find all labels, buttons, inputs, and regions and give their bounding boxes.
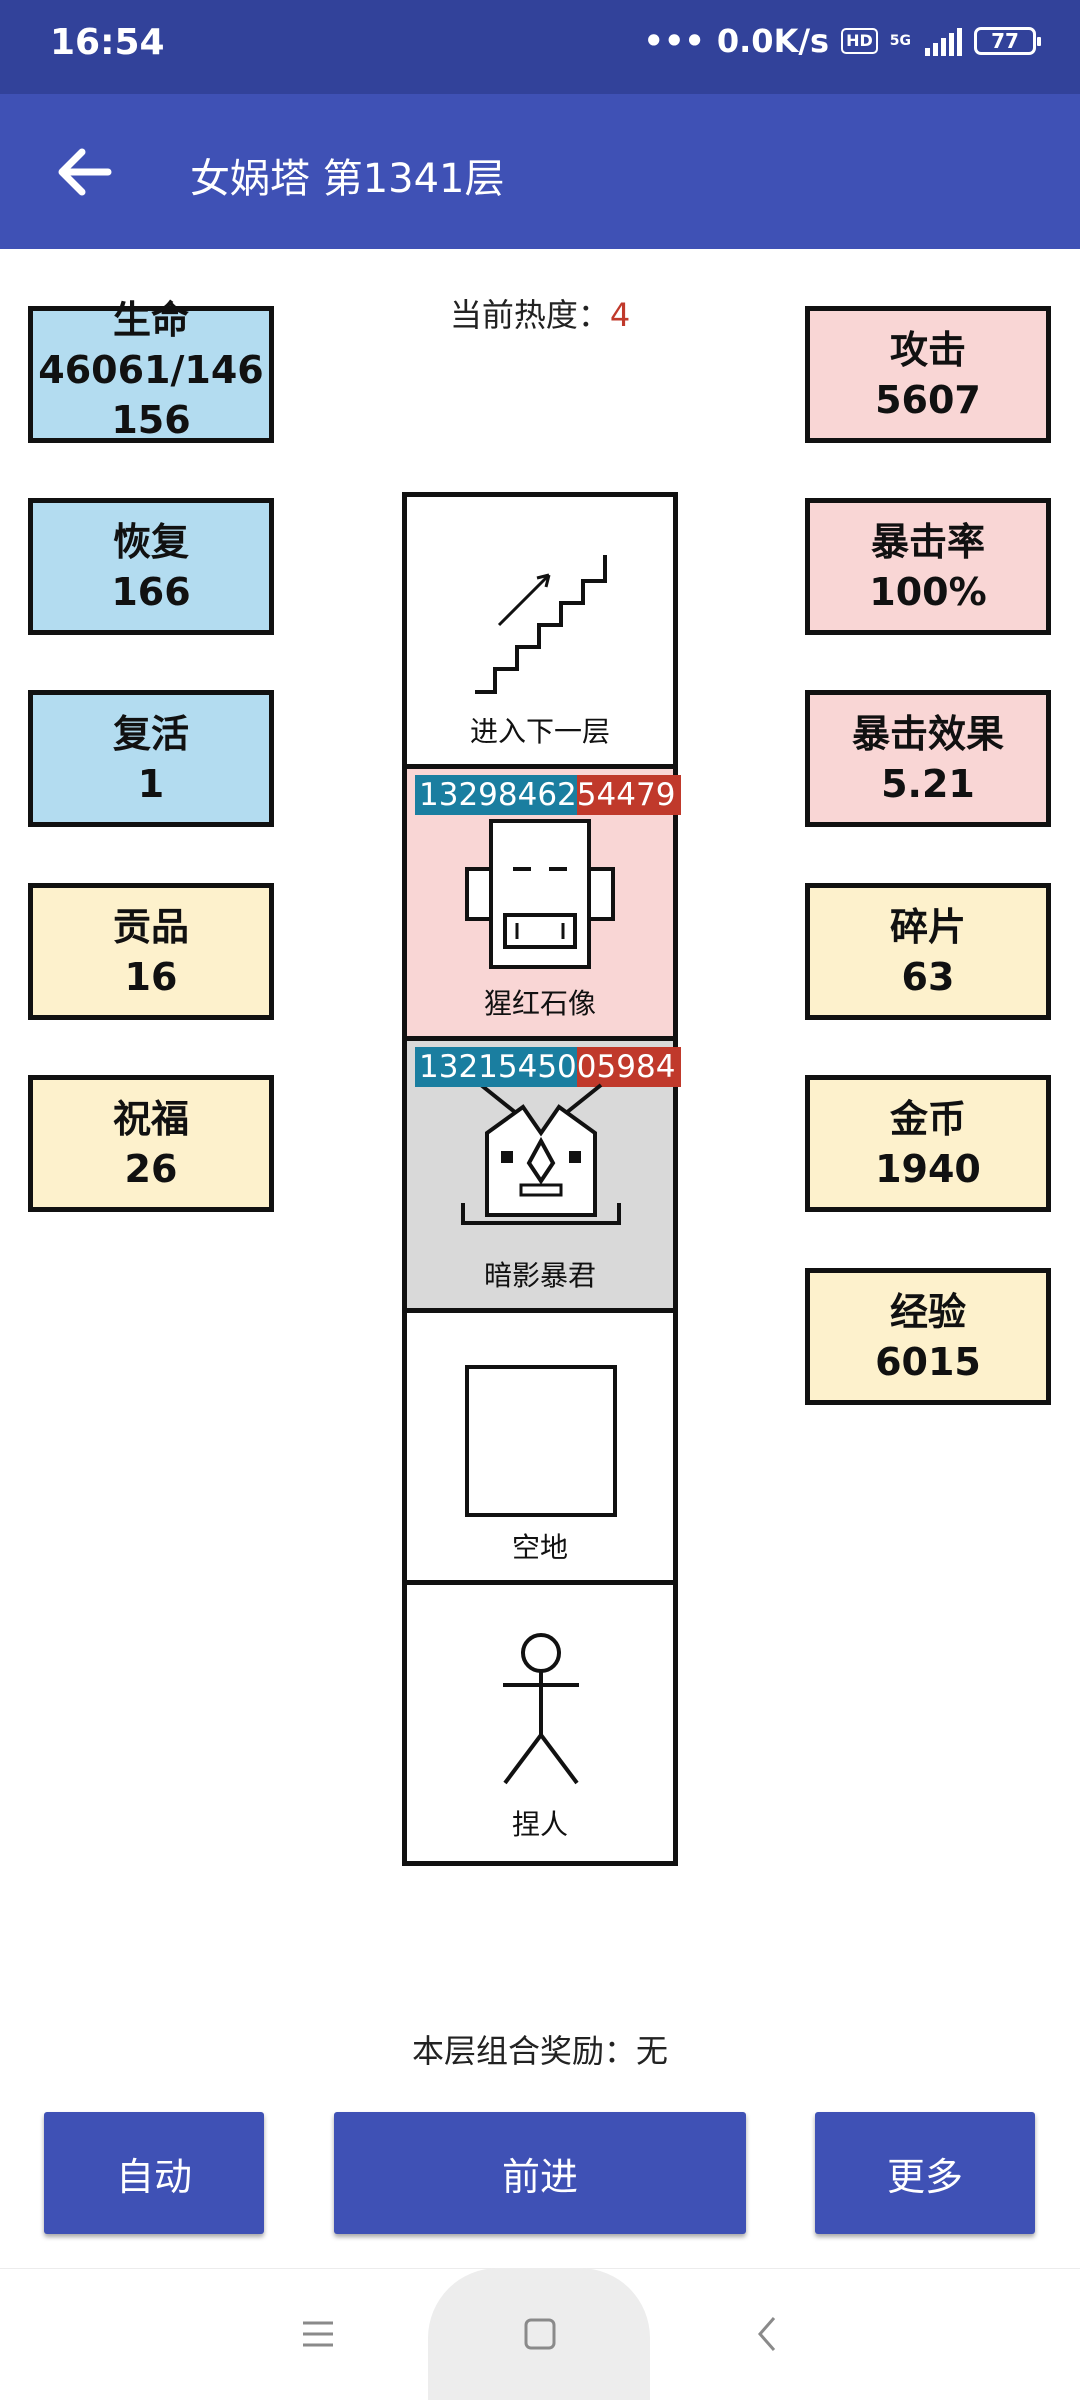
stat-regen: 恢复 166 [28, 498, 274, 635]
cell-name: 捏人 [511, 1808, 568, 1841]
stat-label: 贡品 [112, 904, 189, 949]
stat-revive: 复活 1 [28, 690, 274, 827]
tyrant-icon [461, 1083, 621, 1225]
stat-label: 攻击 [889, 327, 966, 372]
monster-stats-bar: 13215450 05984 [415, 1047, 682, 1087]
auto-button[interactable]: 自动 [44, 2112, 264, 2234]
monster-attack: 54479 [576, 775, 682, 815]
heat-indicator: 当前热度：4 [0, 290, 1080, 336]
tower-cell-monster[interactable]: 13215450 05984 暗影暴君 [407, 1041, 682, 1313]
stat-label: 复活 [112, 711, 189, 756]
stat-label: 生命 [112, 298, 189, 342]
nav-home-area [428, 2268, 650, 2400]
stick-figure-icon [503, 1633, 579, 1785]
statue-icon [465, 819, 615, 969]
stat-value: 63 [901, 954, 955, 999]
monster-hp: 13298462 [415, 775, 577, 815]
status-time: 16:54 [50, 22, 165, 63]
stat-life: 生命 46061/146156 [28, 298, 274, 443]
stat-value: 46061/146156 [38, 348, 264, 442]
stat-label: 金币 [889, 1096, 966, 1141]
tower-cell-stairs[interactable]: 进入下一层 [407, 497, 673, 769]
battery-icon: 77 [974, 27, 1041, 55]
monster-hp: 13215450 [415, 1047, 577, 1087]
stat-label: 恢复 [112, 519, 189, 564]
forward-button[interactable]: 前进 [334, 2112, 746, 2234]
heat-label: 当前热度： [449, 296, 610, 334]
empty-square-icon [465, 1365, 617, 1517]
heat-value: 4 [609, 296, 631, 334]
tower-cell-player[interactable]: 捏人 [407, 1585, 673, 1857]
status-indicators: ••• 0.0K/s HD 5G 77 [643, 22, 1041, 60]
cell-name: 空地 [511, 1531, 568, 1564]
network-speed: 0.0K/s [716, 22, 830, 60]
stat-blessing: 祝福 26 [28, 1075, 274, 1212]
stat-value: 1 [137, 761, 165, 806]
cell-name: 猩红石像 [483, 987, 596, 1020]
app-bar: 女娲塔 第1341层 [0, 94, 1080, 249]
back-nav-icon[interactable] [752, 2314, 782, 2354]
stat-value: 1940 [875, 1146, 981, 1191]
stat-experience: 经验 6015 [805, 1268, 1051, 1405]
stat-gold: 金币 1940 [805, 1075, 1051, 1212]
stat-value: 100% [869, 569, 987, 614]
stat-value: 5607 [875, 377, 981, 422]
more-button[interactable]: 更多 [815, 2112, 1035, 2234]
tower-cell-empty[interactable]: 空地 [407, 1313, 673, 1585]
stat-label: 祝福 [112, 1096, 189, 1141]
menu-icon[interactable] [300, 2316, 336, 2352]
cell-name: 进入下一层 [469, 715, 610, 748]
cell-name: 暗影暴君 [483, 1259, 596, 1292]
back-arrow-icon[interactable] [52, 140, 116, 204]
stat-label: 碎片 [889, 904, 966, 949]
stat-value: 5.21 [881, 761, 975, 806]
stat-attack: 攻击 5607 [805, 306, 1051, 443]
stat-label: 暴击效果 [851, 711, 1004, 756]
more-dots-icon: ••• [643, 22, 705, 60]
stat-value: 166 [111, 569, 191, 614]
monster-attack: 05984 [576, 1047, 682, 1087]
tower-cell-monster[interactable]: 13298462 54479 猩红石像 [407, 769, 682, 1041]
status-bar: 16:54 ••• 0.0K/s HD 5G 77 [0, 0, 1080, 94]
hd-badge: HD [841, 28, 878, 54]
home-icon[interactable] [522, 2316, 558, 2352]
signal-icon [925, 26, 962, 56]
stat-tribute: 贡品 16 [28, 883, 274, 1020]
stat-crit-rate: 暴击率 100% [805, 498, 1051, 635]
floor-bonus: 本层组合奖励：无 [411, 2032, 668, 2070]
stairs-icon [475, 555, 607, 694]
network-type: 5G [889, 33, 911, 49]
tower-column: 进入下一层 13298462 54479 猩红石像 13215450 05984 [402, 492, 682, 1866]
stat-fragments: 碎片 63 [805, 883, 1051, 1020]
page-title: 女娲塔 第1341层 [190, 156, 505, 202]
stat-label: 经验 [889, 1289, 966, 1334]
stat-value: 26 [124, 1146, 178, 1191]
monster-stats-bar: 13298462 54479 [415, 775, 682, 815]
stat-value: 16 [124, 954, 178, 999]
stat-crit-effect: 暴击效果 5.21 [805, 690, 1051, 827]
stat-label: 暴击率 [870, 519, 985, 564]
stat-value: 6015 [875, 1339, 981, 1384]
